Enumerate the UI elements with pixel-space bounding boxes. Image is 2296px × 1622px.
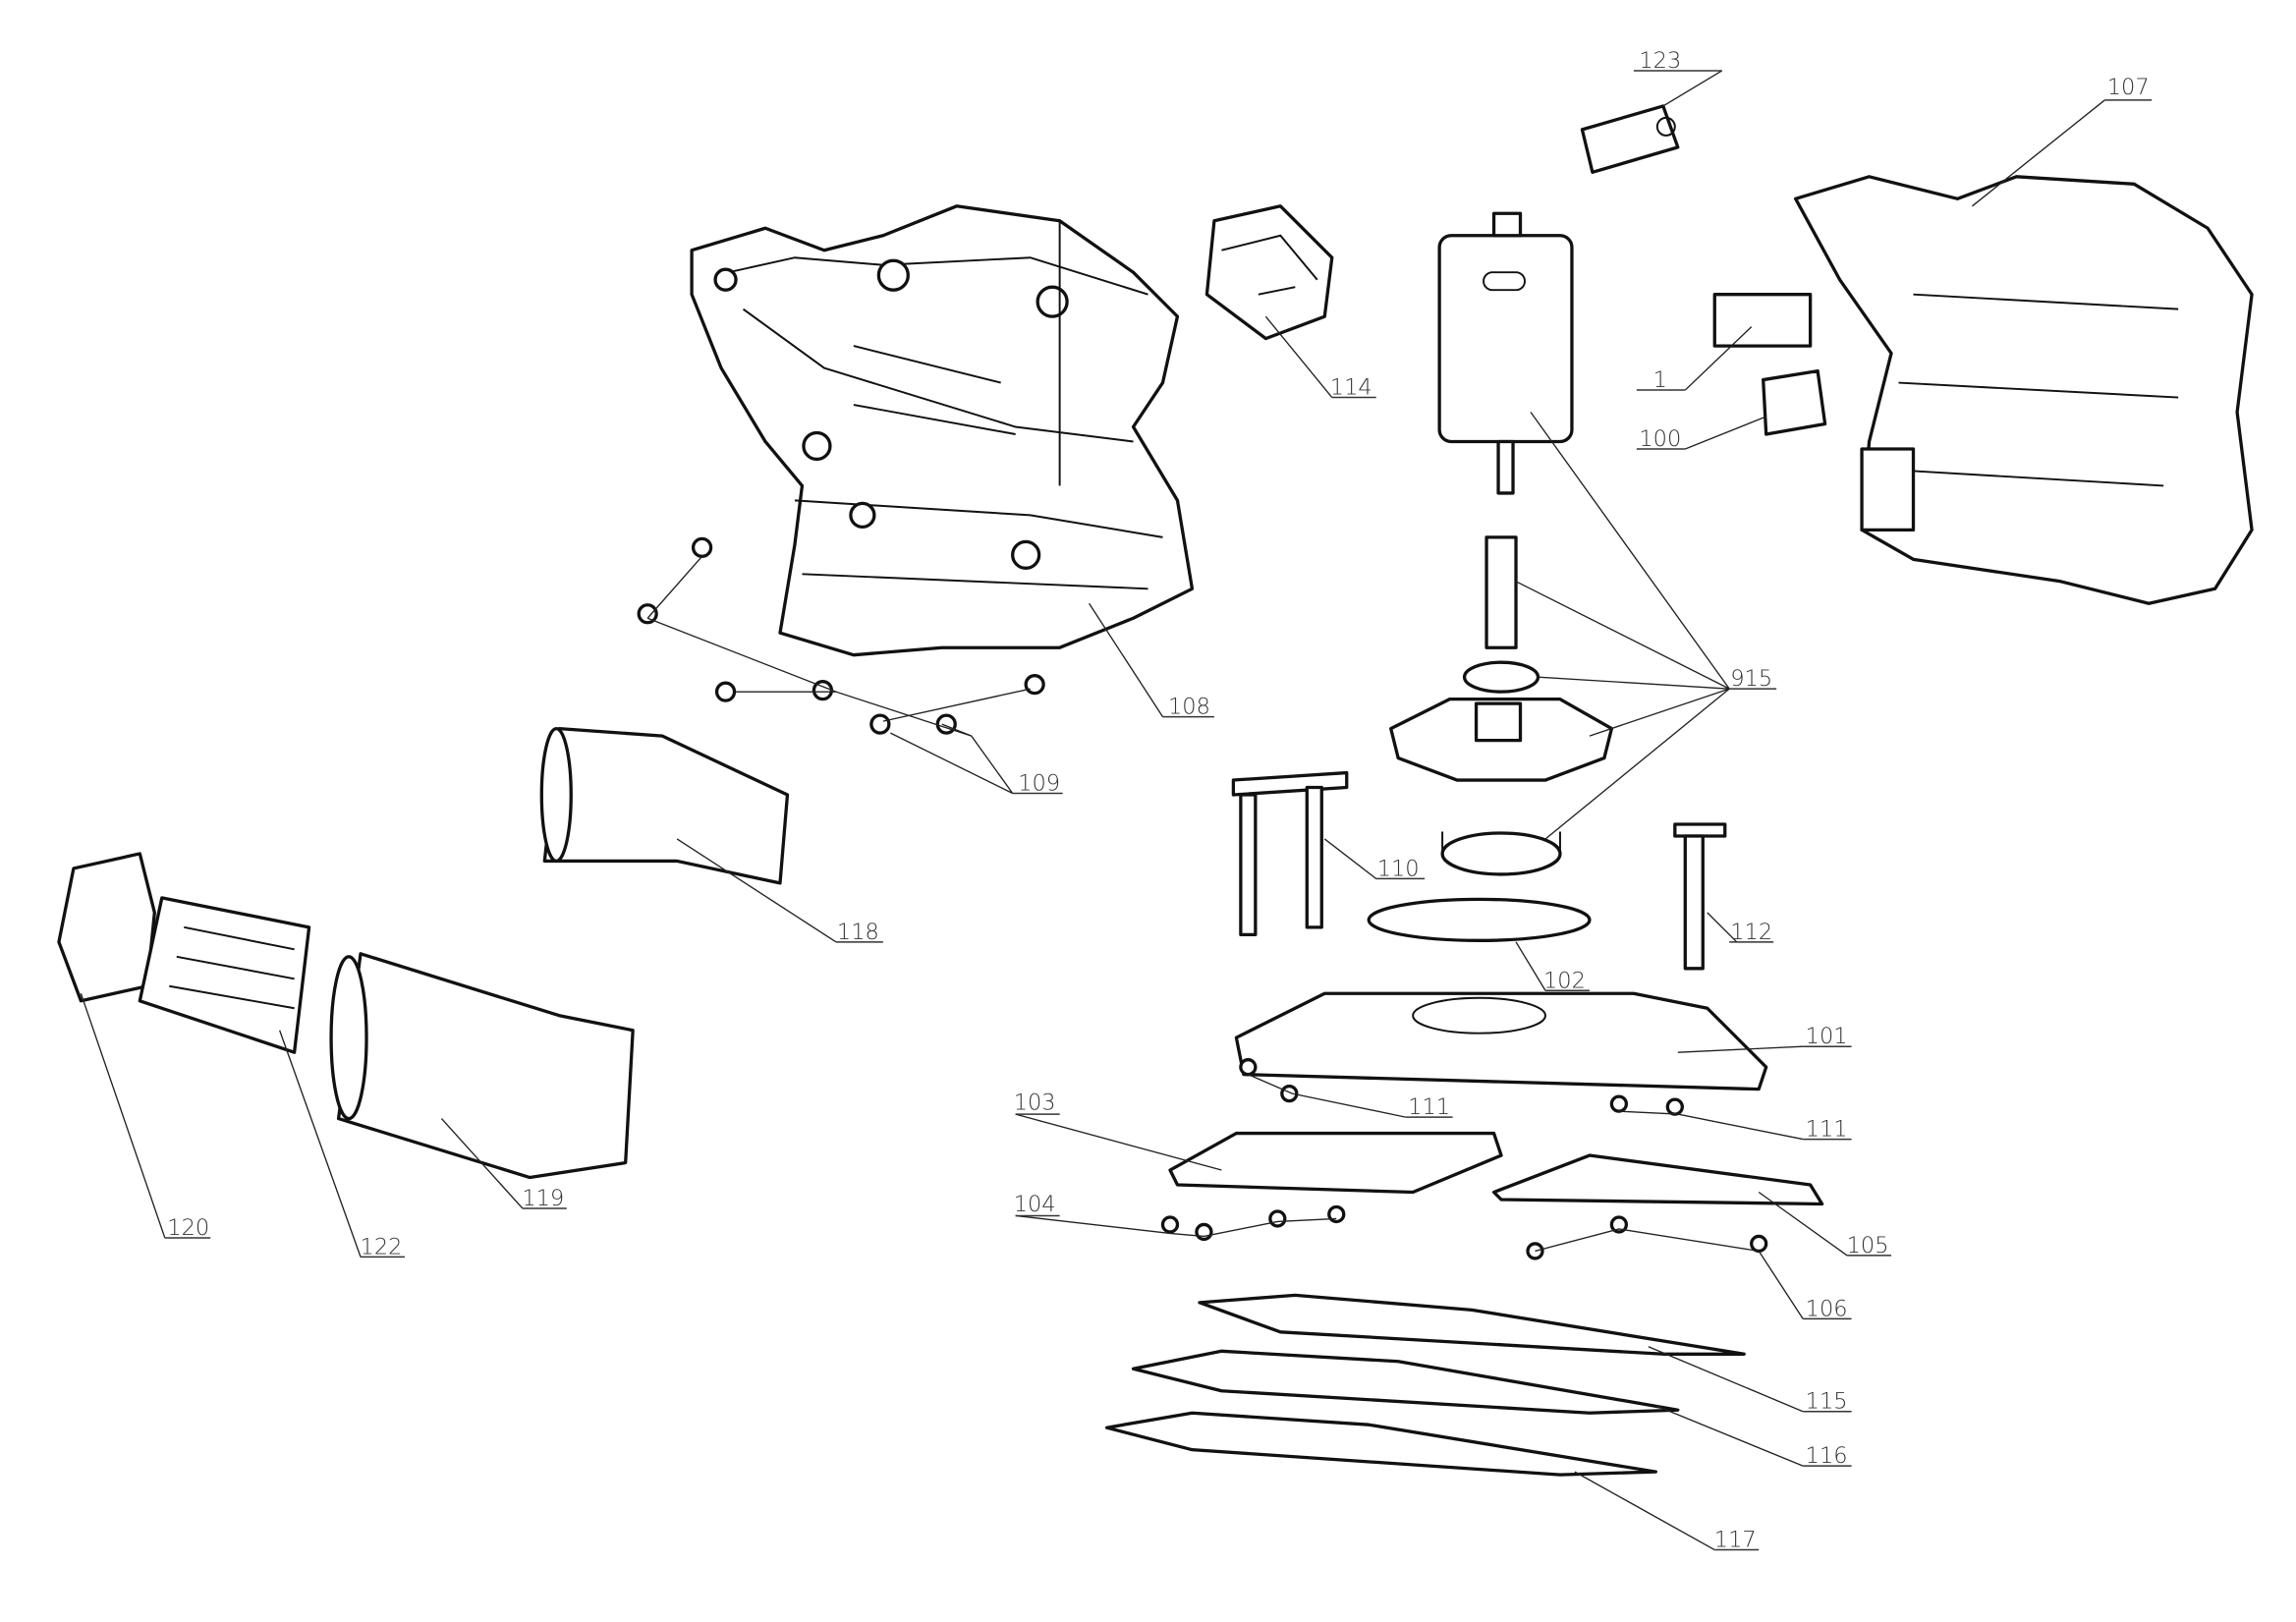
callout-111-left: 111 — [1405, 1094, 1453, 1120]
callout-123: 123 — [1633, 48, 1722, 74]
callout-112: 112 — [1729, 920, 1774, 945]
callout-120: 120 — [164, 1215, 211, 1241]
callout-107: 107 — [2104, 75, 2153, 101]
svg-text:122: 122 — [361, 1234, 403, 1259]
svg-text:106: 106 — [1806, 1296, 1848, 1321]
svg-text:1: 1 — [1653, 367, 1667, 393]
part-122-filter — [138, 896, 311, 1054]
leader-lines — [80, 70, 2105, 1551]
svg-text:112: 112 — [1730, 920, 1772, 945]
callout-915: 915 — [1729, 666, 1777, 692]
svg-text:103: 103 — [1014, 1091, 1056, 1116]
part-915-motor-assembly — [1389, 211, 1614, 876]
callout-114: 114 — [1330, 375, 1376, 401]
callout-105: 105 — [1847, 1233, 1892, 1258]
callout-122: 122 — [361, 1234, 405, 1259]
part-102-ring — [1367, 897, 1592, 942]
callout-117: 117 — [1714, 1528, 1760, 1553]
part-103-pad — [1168, 1131, 1503, 1195]
callout-116: 116 — [1803, 1443, 1852, 1469]
part-110-bracket — [1231, 770, 1349, 936]
part-120-cap — [57, 852, 156, 1003]
svg-text:119: 119 — [522, 1186, 564, 1211]
svg-text:111: 111 — [1408, 1094, 1450, 1120]
callout-119: 119 — [522, 1186, 567, 1211]
svg-text:915: 915 — [1730, 666, 1772, 692]
svg-text:109: 109 — [1018, 771, 1060, 797]
callout-111-right: 111 — [1803, 1117, 1852, 1143]
part-115-sanding-sheet — [1198, 1293, 1746, 1356]
part-101-base-plate — [1234, 991, 1768, 1091]
part-105-pad — [1491, 1153, 1824, 1206]
callout-108: 108 — [1162, 695, 1214, 720]
svg-text:104: 104 — [1014, 1192, 1056, 1217]
svg-text:117: 117 — [1714, 1528, 1757, 1553]
part-118-dust-adapter — [539, 726, 790, 885]
svg-text:108: 108 — [1168, 695, 1210, 720]
svg-text:101: 101 — [1806, 1024, 1848, 1049]
part-108-left-housing — [690, 204, 1195, 657]
callout-101: 101 — [1803, 1024, 1852, 1049]
callouts: 123 107 114 1 100 108 915 109 110 112 11… — [164, 48, 2153, 1553]
callout-104: 104 — [1014, 1192, 1060, 1217]
svg-text:110: 110 — [1377, 856, 1420, 881]
svg-text:102: 102 — [1543, 968, 1586, 993]
svg-text:118: 118 — [837, 920, 879, 945]
callout-115: 115 — [1803, 1389, 1852, 1415]
callout-100: 100 — [1636, 426, 1686, 452]
callout-109: 109 — [1012, 771, 1063, 797]
callout-118: 118 — [835, 920, 883, 945]
callout-106: 106 — [1803, 1296, 1852, 1321]
screws — [637, 536, 1768, 1260]
svg-text:114: 114 — [1330, 375, 1372, 401]
svg-text:100: 100 — [1639, 426, 1681, 452]
svg-text:120: 120 — [167, 1215, 209, 1241]
callout-103: 103 — [1014, 1091, 1060, 1116]
svg-text:107: 107 — [2107, 75, 2150, 100]
part-112-bracket — [1673, 822, 1727, 971]
svg-text:116: 116 — [1806, 1443, 1848, 1469]
part-117-sanding-sheet — [1104, 1411, 1657, 1477]
svg-text:111: 111 — [1806, 1117, 1848, 1143]
svg-text:115: 115 — [1806, 1389, 1848, 1415]
svg-text:123: 123 — [1639, 48, 1681, 74]
part-123-sleeve — [1580, 104, 1680, 174]
svg-text:105: 105 — [1847, 1233, 1889, 1258]
part-119-dust-canister — [329, 952, 635, 1180]
callout-110: 110 — [1375, 856, 1426, 881]
callout-1: 1 — [1636, 367, 1686, 393]
part-116-sanding-sheet — [1131, 1349, 1680, 1415]
callout-102: 102 — [1543, 968, 1590, 993]
part-107-right-housing — [1712, 175, 2254, 605]
part-114-switch-block — [1204, 204, 1334, 341]
